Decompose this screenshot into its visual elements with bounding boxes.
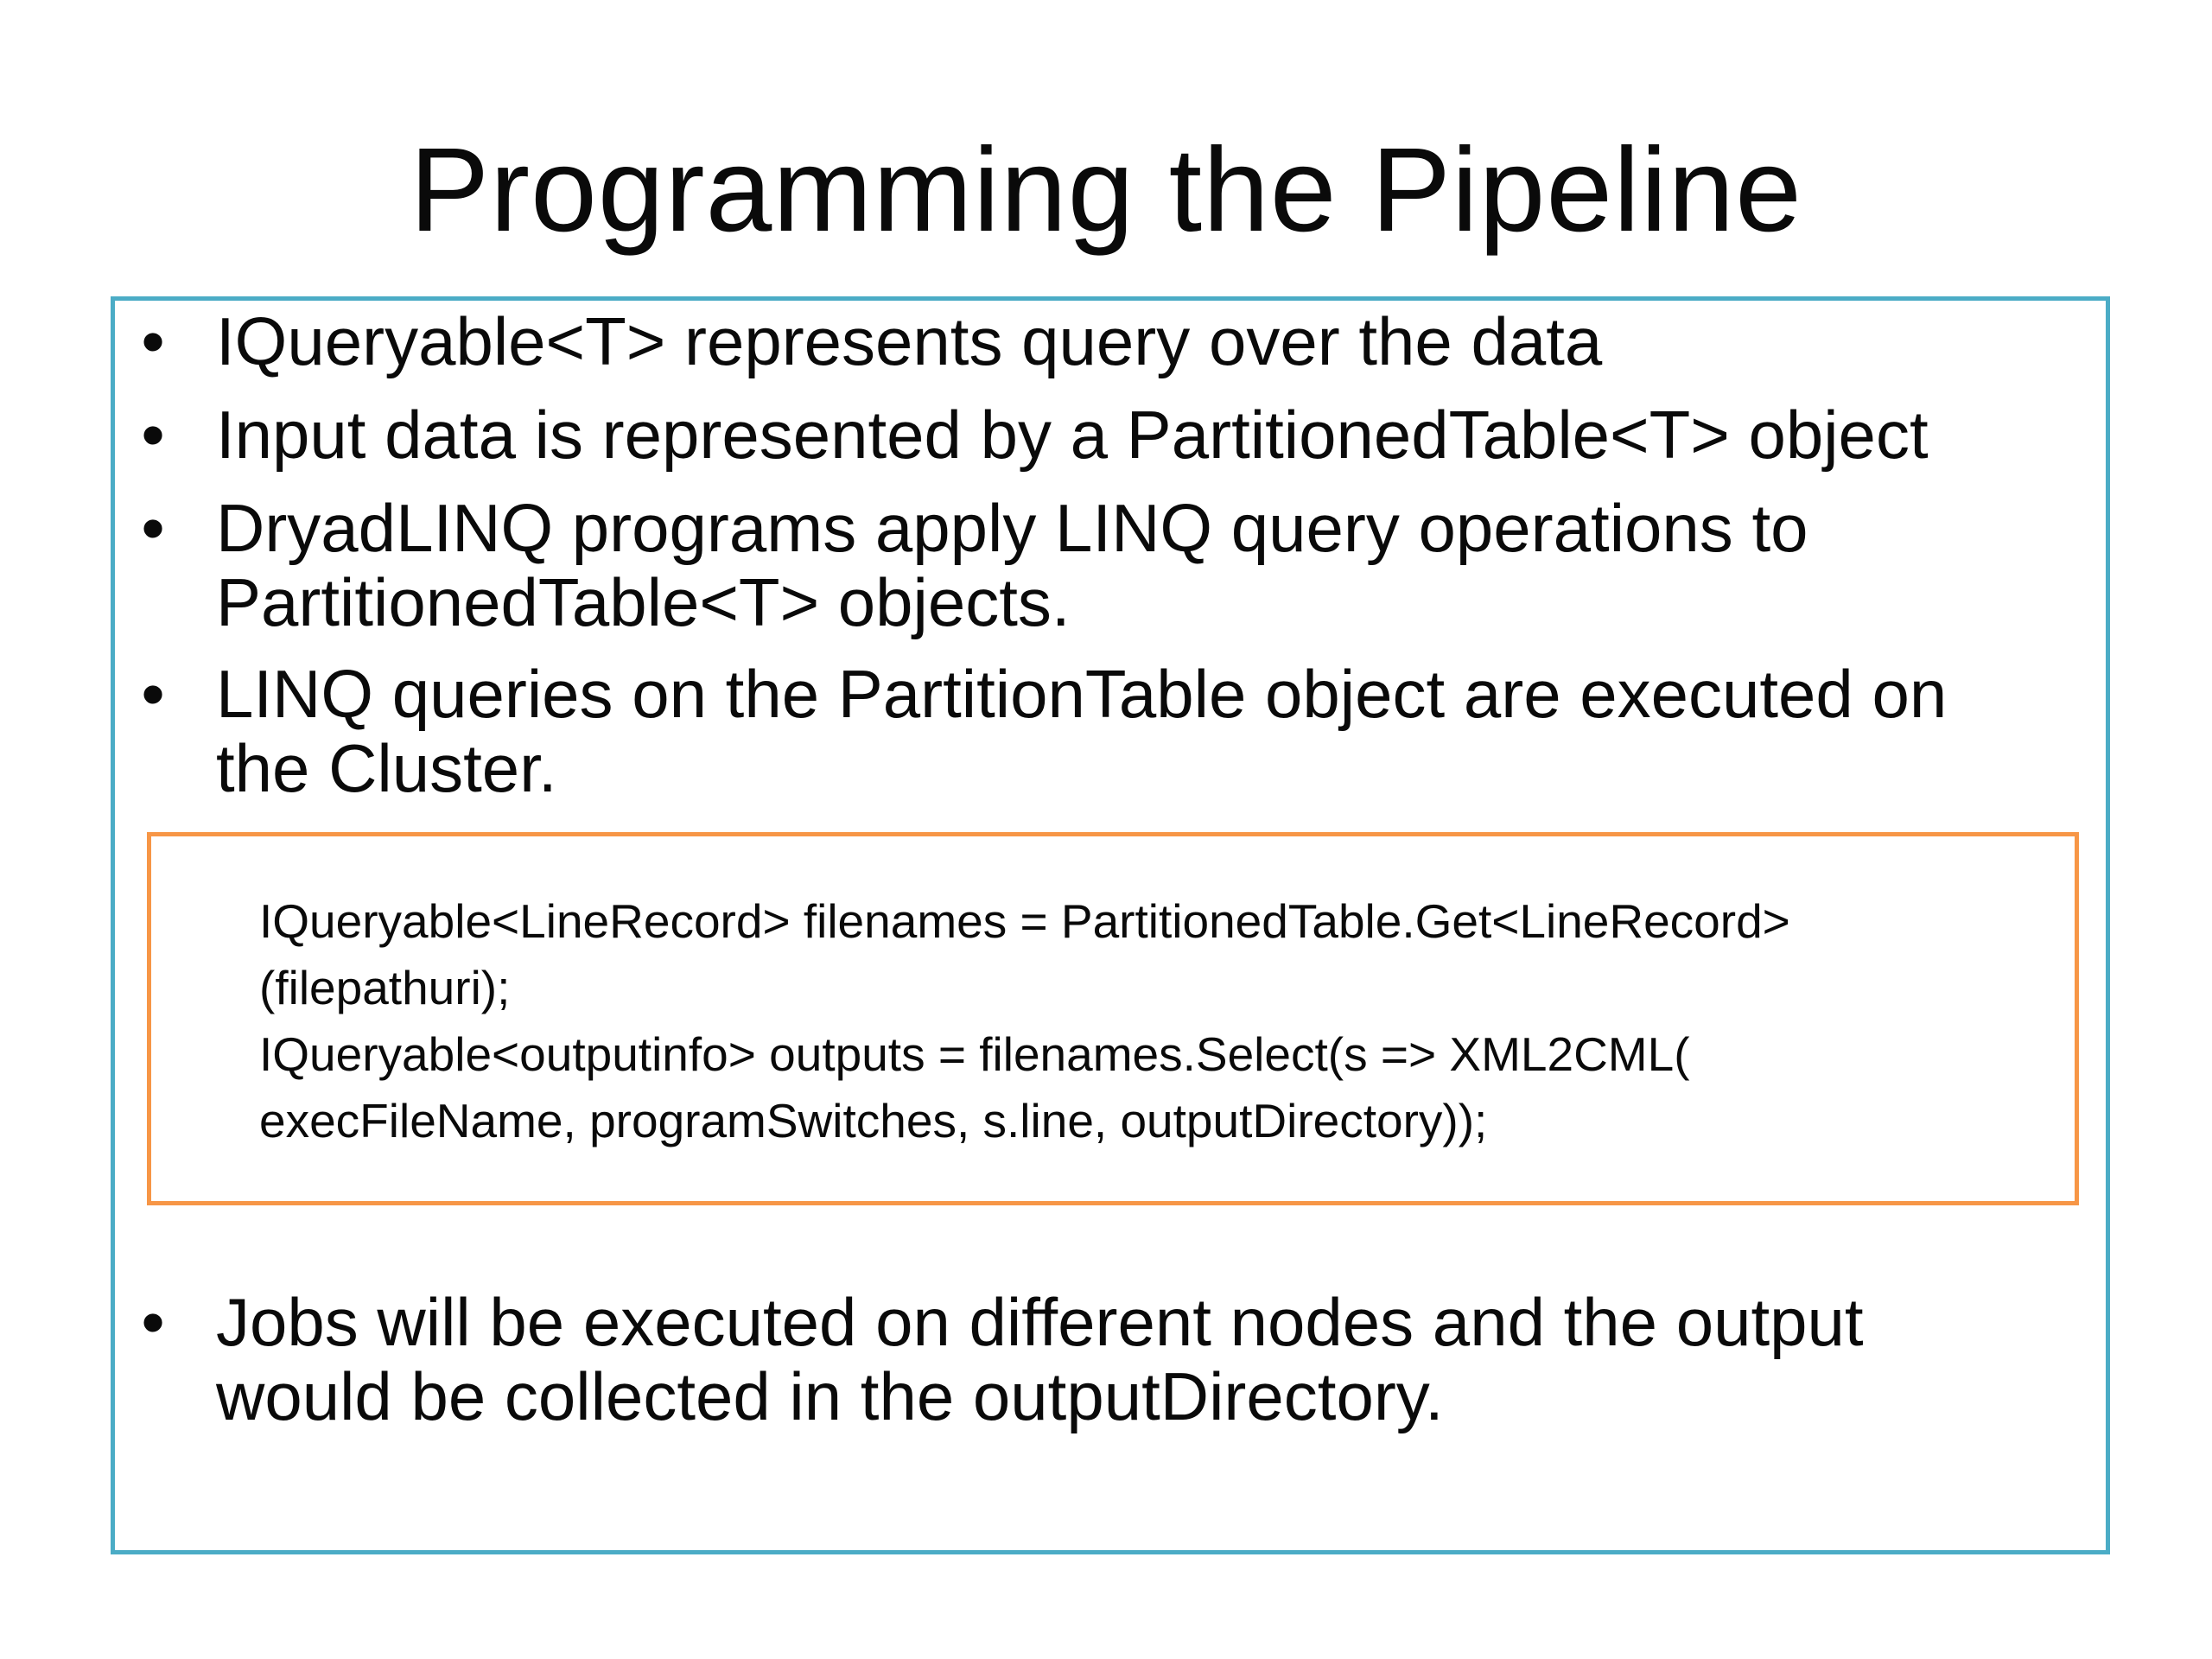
bullet-dot-icon: • [141, 303, 165, 379]
slide-title: Programming the Pipeline [410, 124, 1802, 257]
bullet-text: Input data is represented by a Partition… [216, 397, 1929, 473]
content-frame [111, 296, 2110, 1554]
bullet-item-5: • Jobs will be executed on different nod… [141, 1284, 2117, 1434]
code-line-1: IQueryable<LineRecord> filenames = Parti… [259, 894, 1790, 948]
bullet-text-line: LINQ queries on the PartitionTable objec… [216, 656, 1948, 732]
bullet-text-line: PartitionedTable<T> objects. [216, 564, 1071, 640]
bullet-dot-icon: • [141, 490, 165, 566]
code-box [147, 832, 2079, 1205]
bullet-dot-icon: • [141, 397, 165, 473]
bullet-text-line: Jobs will be executed on different nodes… [216, 1284, 1864, 1360]
bullet-dot-icon: • [141, 1284, 165, 1360]
bullet-item-4: • LINQ queries on the PartitionTable obj… [141, 656, 2117, 806]
bullet-dot-icon: • [141, 656, 165, 732]
bullet-text-line: the Cluster. [216, 730, 557, 806]
bullet-text: IQueryable<T> represents query over the … [216, 303, 1603, 379]
bullet-item-1: • IQueryable<T> represents query over th… [141, 303, 2117, 379]
code-line-4: execFileName, programSwitches, s.line, o… [259, 1094, 1488, 1147]
code-line-3: IQueryable<outputinfo> outputs = filenam… [259, 1027, 1690, 1081]
code-line-2: (filepathuri); [259, 961, 511, 1014]
bullet-item-2: • Input data is represented by a Partiti… [141, 397, 2117, 473]
bullet-text-line: DryadLINQ programs apply LINQ query oper… [216, 490, 1808, 566]
bullet-text-line: would be collected in the outputDirector… [216, 1358, 1444, 1434]
bullet-item-3: • DryadLINQ programs apply LINQ query op… [141, 490, 2117, 640]
